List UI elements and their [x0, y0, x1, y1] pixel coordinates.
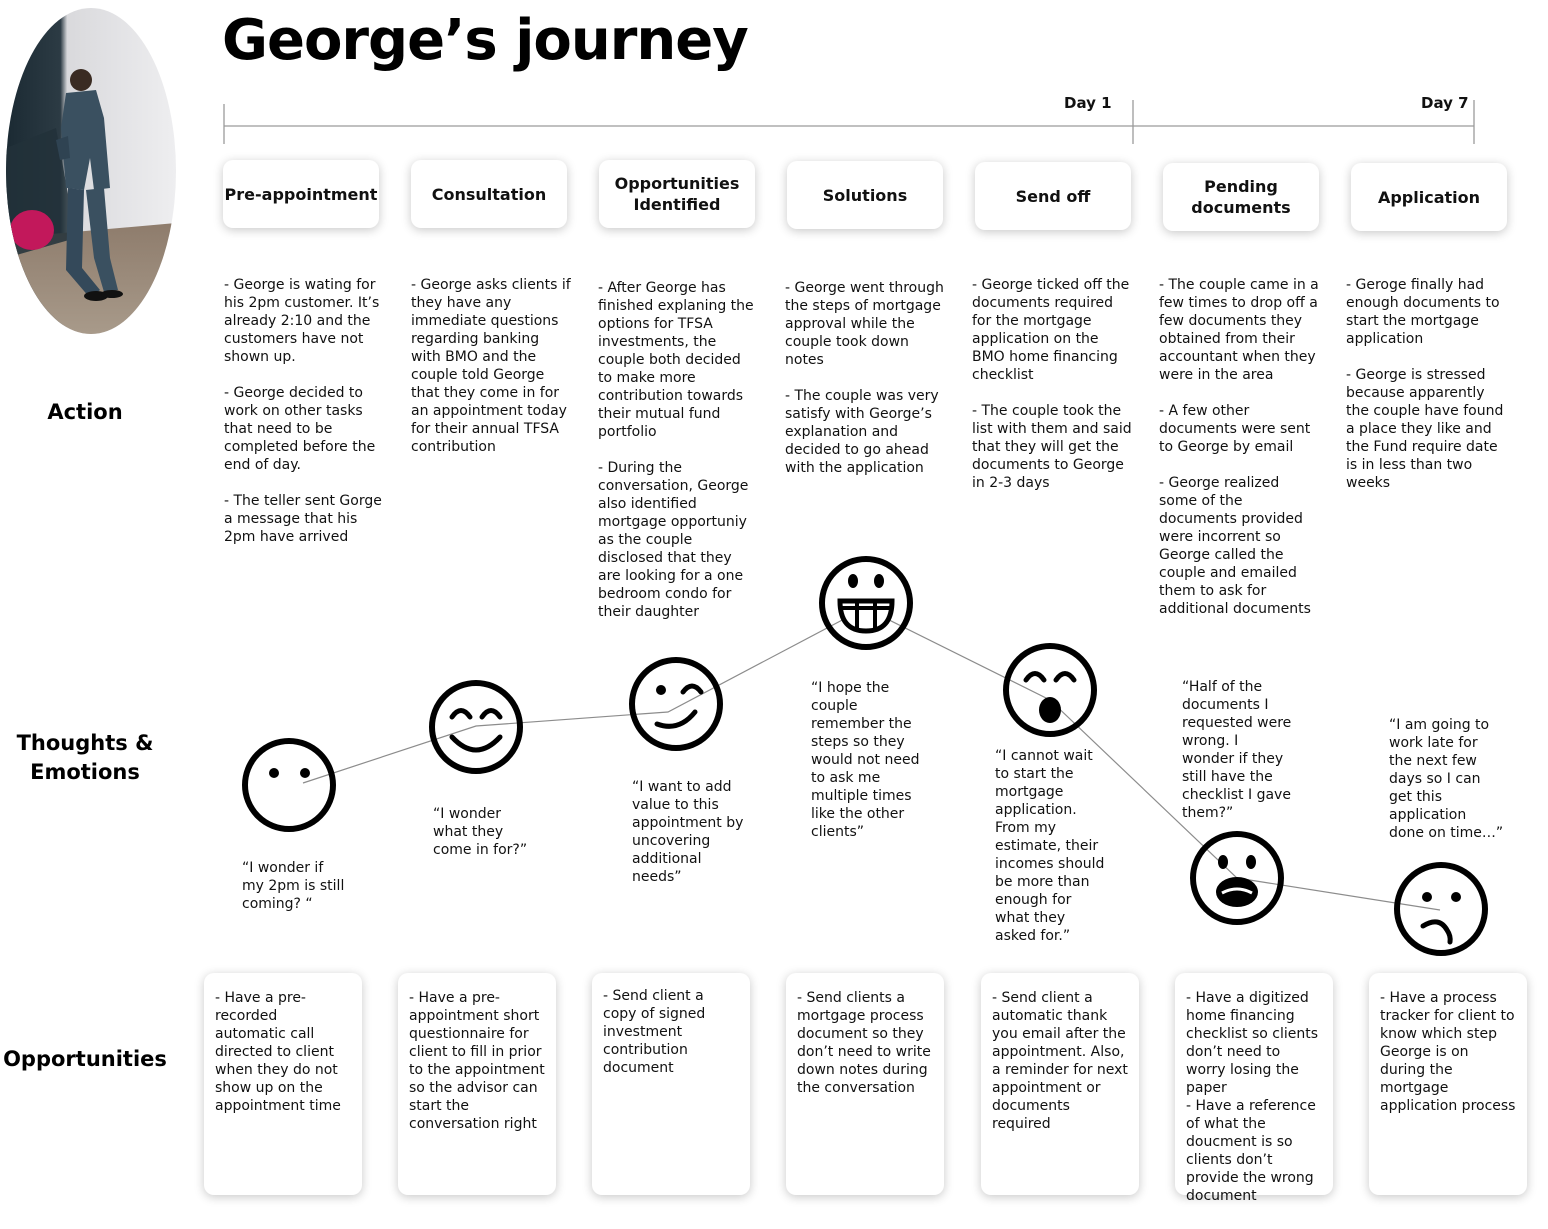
action-text-opportunities-identified: - After George has finished explaning th…: [598, 280, 754, 620]
action-text-send-off: - George ticked off the documents requir…: [972, 277, 1132, 491]
george-photo: [6, 8, 176, 334]
stage-title: Solutions: [822, 185, 908, 205]
worried-face-icon: [1394, 862, 1488, 956]
stage-title: Consultation: [431, 184, 547, 204]
happy-face-icon: [429, 680, 523, 774]
opportunity-card-application: - Have a process tracker for client to k…: [1369, 973, 1527, 1195]
quote-solutions: “I hope the couple remember the steps so…: [811, 680, 920, 840]
timeline: [223, 100, 1475, 144]
action-text-solutions: - George went through the steps of mortg…: [785, 280, 944, 476]
opportunity-card-solutions: - Send clients a mortgage process docume…: [786, 973, 944, 1195]
stage-card-application: Application: [1351, 163, 1507, 231]
action-text-consultation: - George asks clients if they have any i…: [411, 277, 576, 455]
row-label-action: Action: [47, 400, 123, 424]
opportunity-card-pre-appointment: - Have a pre-recorded automatic call dir…: [204, 973, 362, 1195]
stage-title: Application: [1377, 187, 1481, 207]
stage-title: Pending documents: [1191, 177, 1291, 217]
businessman-photo-icon: [6, 8, 176, 334]
action-text-pending-documents: - The couple came in a few times to drop…: [1159, 277, 1319, 617]
stage-card-pre-appointment: Pre-appointment: [223, 160, 379, 228]
page-title: George’s journey: [222, 8, 749, 73]
quote-pending-documents: “Half of the documents I requested were …: [1182, 679, 1292, 821]
quote-pre-appointment: “I wonder if my 2pm is still coming? “: [242, 860, 345, 912]
day-1-label: Day 1: [1064, 94, 1112, 112]
neutral-face-icon: [242, 738, 336, 832]
stage-card-send-off: Send off: [975, 162, 1131, 230]
shocked-face-icon: [1190, 831, 1284, 925]
opportunity-card-send-off: - Send client a automatic thank you emai…: [981, 973, 1139, 1195]
stage-title: Send off: [1015, 186, 1091, 206]
opportunity-card-consultation: - Have a pre-appointment short questionn…: [398, 973, 556, 1195]
stage-card-opportunities-identified: Opportunities Identified: [599, 160, 755, 228]
stage-title: Pre-appointment: [224, 184, 378, 204]
wink-face-icon: [629, 657, 723, 751]
stage-title: Opportunities Identified: [614, 174, 740, 214]
opportunity-card-pending-documents: - Have a digitized home financing checkl…: [1175, 973, 1333, 1204]
excited-face-icon: [1003, 643, 1097, 737]
quote-application: “I am going to work late for the next fe…: [1389, 717, 1504, 841]
stage-card-pending-documents: Pending documents: [1163, 163, 1319, 231]
grin-face-icon: [819, 556, 913, 650]
row-label-opportunities: Opportunities: [3, 1047, 167, 1071]
stage-card-solutions: Solutions: [787, 161, 943, 229]
action-text-application: - Geroge finally had enough documents to…: [1346, 277, 1504, 491]
opportunity-card-opportunities-identified: - Send client a copy of signed investmen…: [592, 973, 750, 1195]
quote-opportunities-identified: “I want to add value to this appointment…: [632, 779, 744, 885]
stage-card-consultation: Consultation: [411, 160, 567, 228]
quote-send-off: “I cannot wait to start the mortgage app…: [995, 748, 1105, 944]
action-text-pre-appointment: - George is wating for his 2pm customer.…: [224, 277, 382, 545]
day-7-label: Day 7: [1421, 94, 1469, 112]
quote-consultation: “I wonder what they come in for?”: [433, 806, 528, 858]
row-label-thoughts: Thoughts & Emotions: [16, 731, 154, 784]
